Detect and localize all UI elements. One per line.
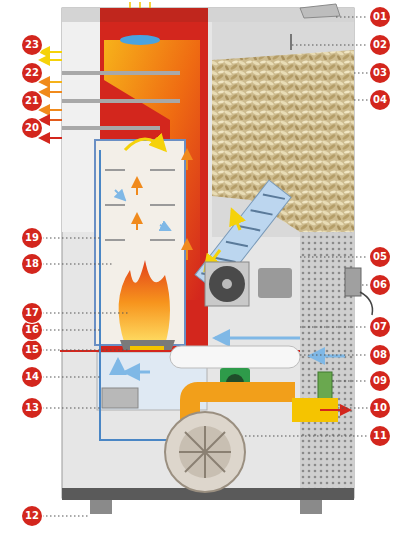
callout-number: 21	[22, 91, 42, 111]
flame	[119, 260, 170, 345]
auger-motor	[258, 268, 292, 298]
callout-number: 13	[22, 398, 42, 418]
callout-number: 23	[22, 35, 42, 55]
fan-blades	[179, 426, 231, 478]
callout-number: 17	[22, 303, 42, 323]
exchange-chamber	[95, 140, 185, 345]
control-board	[318, 372, 332, 400]
callout-number: 11	[370, 426, 390, 446]
callout-number: 04	[370, 90, 390, 110]
callout-number: 18	[22, 254, 42, 274]
callout-number: 22	[22, 63, 42, 83]
callout-number: 08	[370, 345, 390, 365]
ash-pan	[102, 388, 138, 408]
stove-body	[62, 8, 354, 498]
leader-lines	[42, 17, 368, 516]
cable	[360, 292, 373, 315]
air-arrows	[115, 190, 170, 230]
callout-number: 10	[370, 398, 390, 418]
foot	[300, 500, 322, 514]
fan	[209, 266, 245, 302]
callout-number: 14	[22, 367, 42, 387]
air-intake-tube	[170, 346, 300, 368]
top-grill	[100, 8, 208, 22]
flue-arrows	[137, 150, 187, 260]
fan-housing	[205, 262, 249, 306]
flue-arrow	[125, 139, 165, 150]
foot	[90, 500, 112, 514]
combustion-air	[118, 338, 300, 372]
callout-number: 09	[370, 371, 390, 391]
hopper-lid	[300, 4, 340, 18]
baffles	[105, 170, 175, 240]
callout-number: 05	[370, 247, 390, 267]
extraction-fan	[165, 412, 245, 492]
callout-number: 03	[370, 63, 390, 83]
callout-number: 02	[370, 35, 390, 55]
callout-number: 01	[370, 7, 390, 27]
fan-hub	[222, 279, 232, 289]
callout-number: 19	[22, 228, 42, 248]
motor-housing	[345, 268, 361, 296]
intake-arrow	[310, 355, 345, 358]
exhaust-arrow	[320, 409, 350, 411]
callout-number: 07	[370, 317, 390, 337]
callout-number: 12	[22, 506, 42, 526]
callout-number: 06	[370, 275, 390, 295]
feed-arrows	[205, 210, 240, 270]
sensor	[290, 34, 292, 50]
exchanger-tubes	[62, 73, 180, 128]
fan-rotor	[179, 426, 231, 478]
heat-marks	[130, 2, 150, 8]
callout-number: 15	[22, 340, 42, 360]
water-tray	[120, 35, 160, 45]
callout-number: 16	[22, 320, 42, 340]
callout-number: 20	[22, 118, 42, 138]
warm-air-arrows	[40, 52, 62, 138]
